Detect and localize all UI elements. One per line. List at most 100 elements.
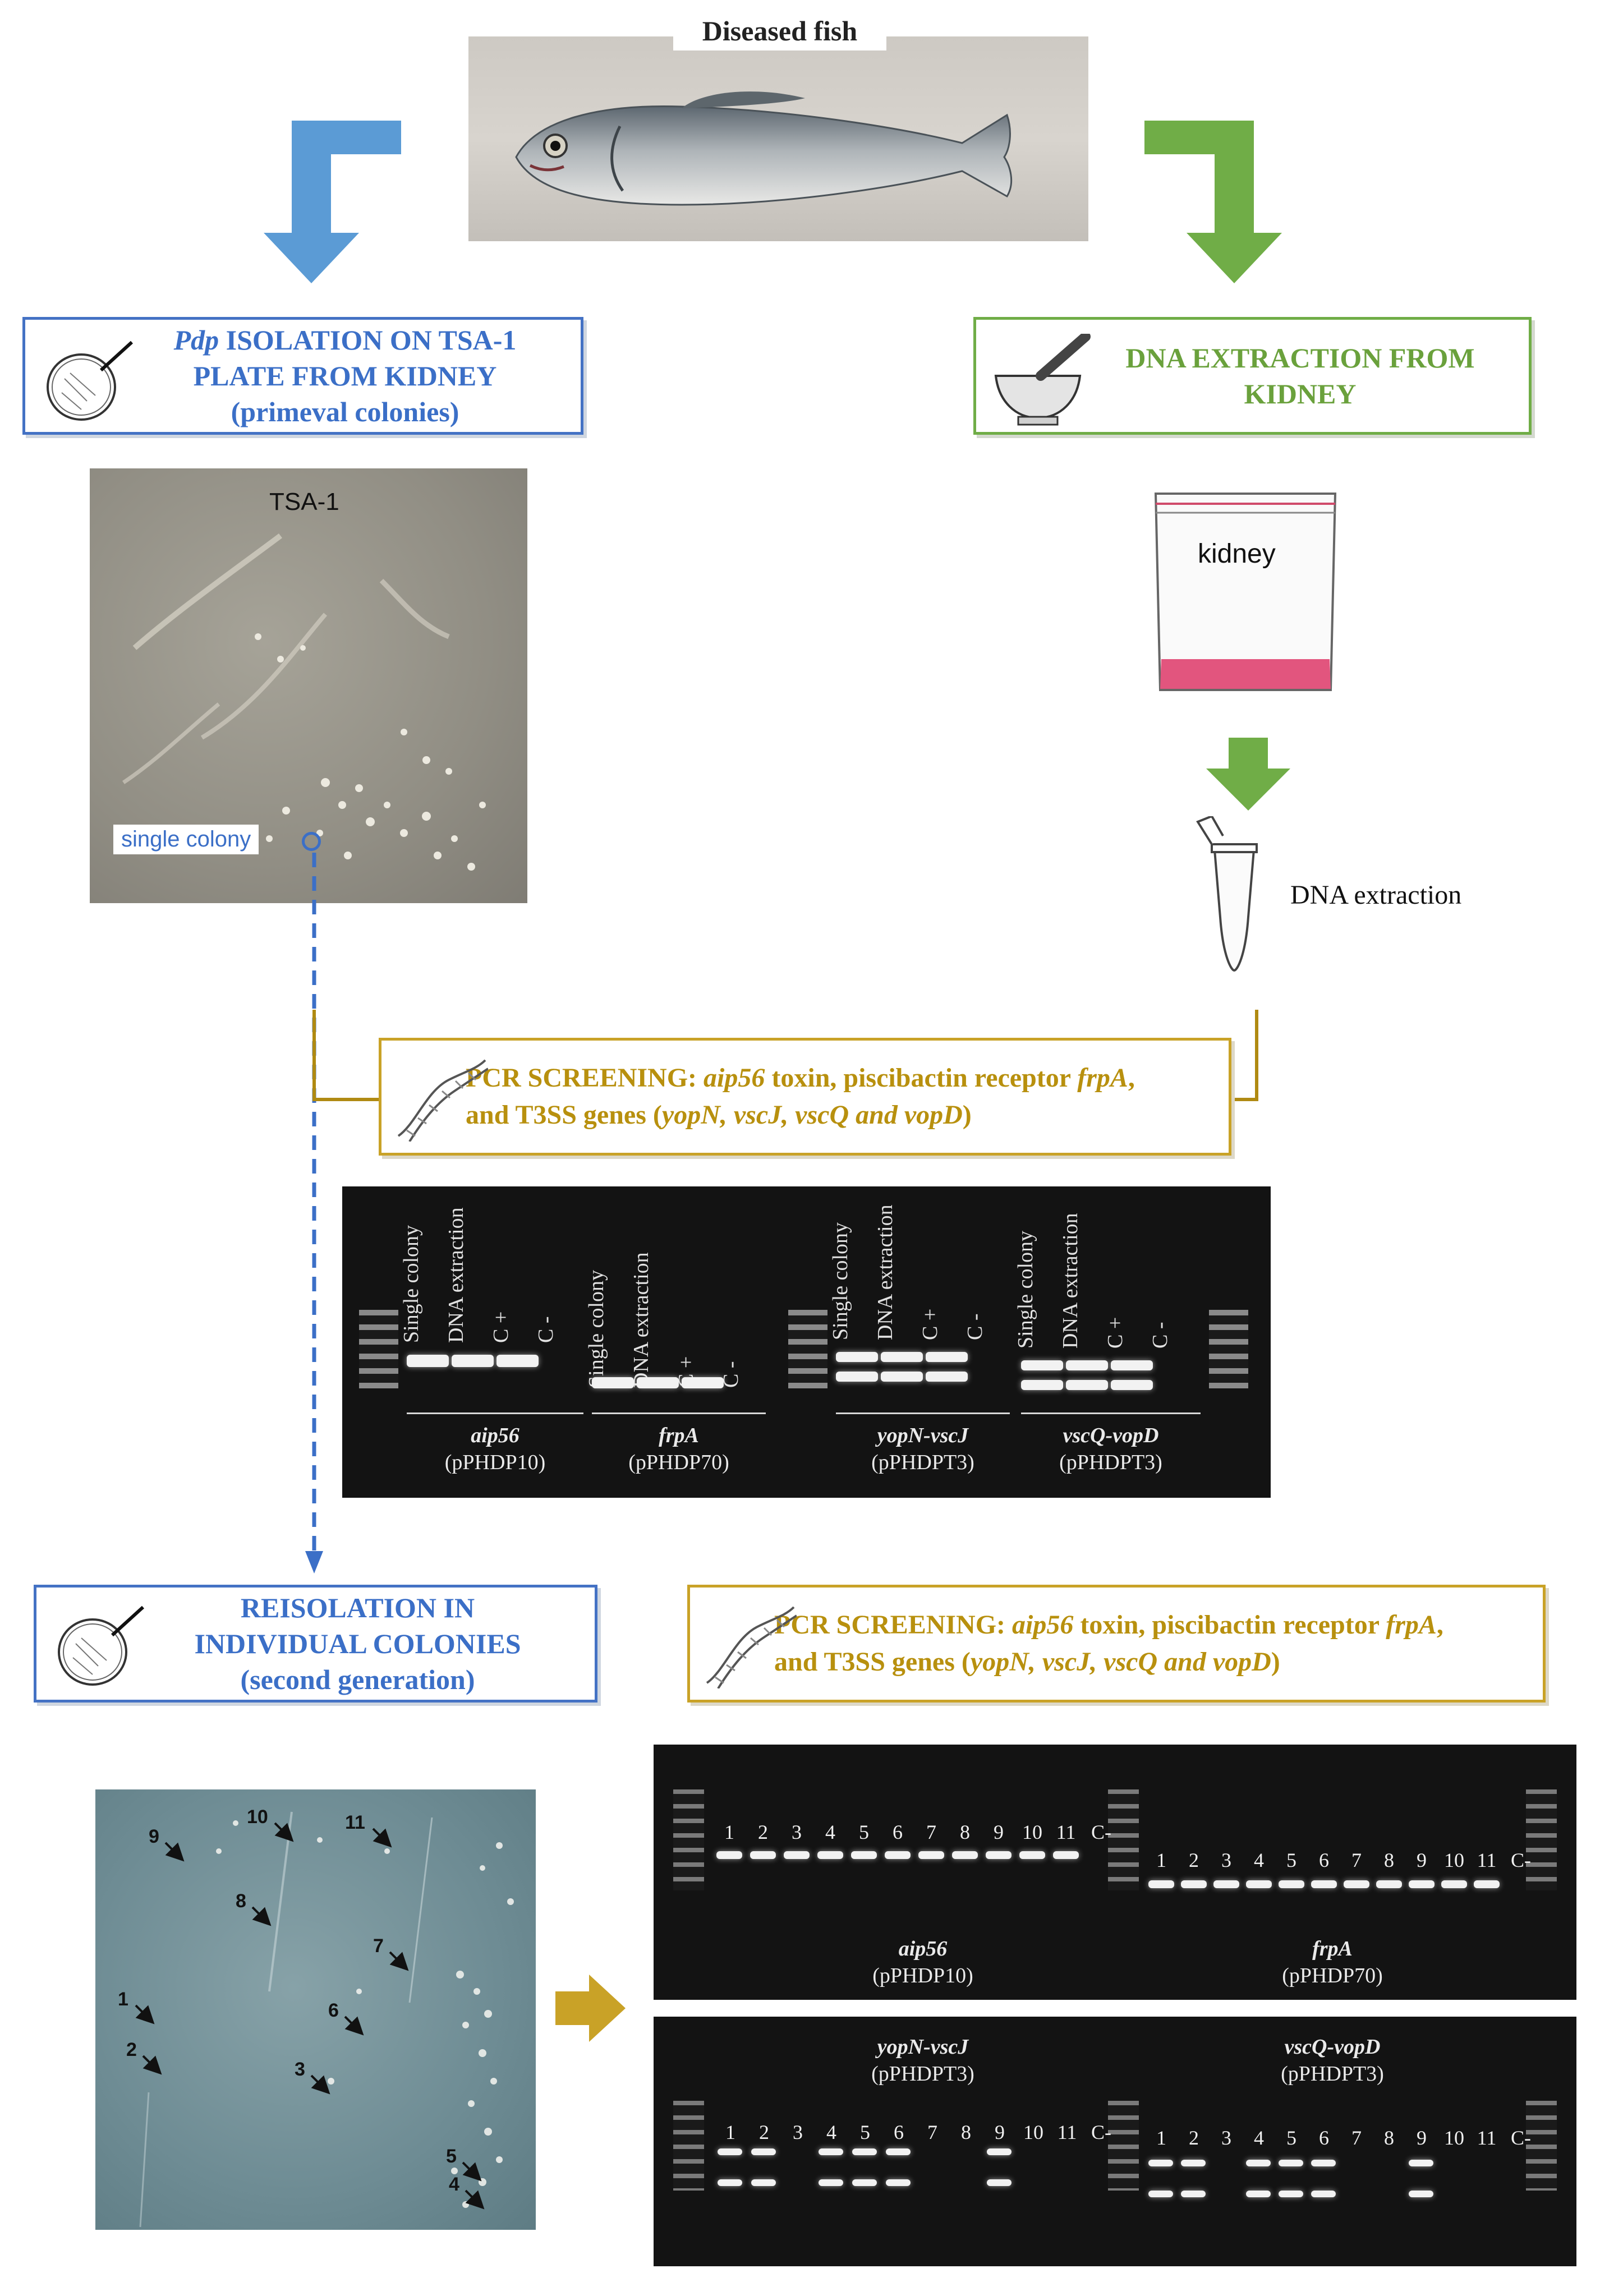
lane-number: 2 xyxy=(758,1821,768,1843)
colony-streaks xyxy=(139,1811,514,2228)
pcr-screening-box-2: PCR SCREENING: aip56 toxin, piscibactin … xyxy=(687,1585,1546,1703)
lane-number: 8 xyxy=(961,2121,971,2143)
band xyxy=(1376,1880,1402,1888)
gene-caption-frpa: frpA(pPHDP70) xyxy=(628,1424,729,1474)
band xyxy=(1181,2191,1206,2197)
tube-icon xyxy=(1196,816,1258,972)
gel-2-top: 1 2 3 4 5 6 7 8 9 10 11 C- 1 2 3 4 5 6 7… xyxy=(654,1745,1576,2000)
pcr-screening-title-2: PCR SCREENING: aip56 toxin, piscibactin … xyxy=(774,1610,1443,1677)
band xyxy=(852,2148,877,2155)
lane-number: 7 xyxy=(1351,2127,1362,2149)
lane-label-c-minus: C - xyxy=(1148,1322,1172,1349)
lane-number: 9 xyxy=(994,1821,1004,1843)
lane-number: 8 xyxy=(1384,2127,1394,2149)
green-elbow-arrow xyxy=(1144,121,1282,283)
lane-number: 11 xyxy=(1477,2127,1497,2149)
lane-number: 10 xyxy=(1444,2127,1464,2149)
lane-number: 5 xyxy=(1286,1849,1296,1871)
band xyxy=(1344,1880,1369,1888)
lane-number: 2 xyxy=(1189,1849,1199,1871)
colony-arrows xyxy=(135,1822,485,2210)
band xyxy=(407,1355,449,1367)
lane-number: 10 xyxy=(1444,1849,1464,1871)
band xyxy=(1148,2160,1173,2166)
lane-number: 9 xyxy=(995,2121,1005,2143)
band xyxy=(592,1377,634,1388)
tsa1-plate-photo: TSA-1 single colony xyxy=(90,468,527,903)
reisolation-title: REISOLATION IN INDIVIDUAL COLONIES (seco… xyxy=(194,1592,521,1695)
band xyxy=(751,2148,776,2155)
lane-label-single-colony: Single colony xyxy=(585,1269,608,1388)
single-colony-marker xyxy=(302,832,321,851)
lane-number: 11 xyxy=(1057,2121,1077,2143)
colony-number-1: 1 xyxy=(118,1989,128,2010)
lane-label-c-plus: C + xyxy=(489,1311,513,1343)
band xyxy=(1246,2191,1271,2197)
band xyxy=(1441,1880,1467,1888)
band xyxy=(1021,1360,1063,1370)
lane-number: 1 xyxy=(724,1821,734,1843)
band xyxy=(885,1851,911,1859)
lane-number: 1 xyxy=(1156,1849,1166,1871)
ladder-right xyxy=(1209,1310,1248,1388)
band xyxy=(886,2148,911,2155)
lane-number: 9 xyxy=(1417,2127,1427,2149)
band xyxy=(750,1851,776,1859)
lane-number: 10 xyxy=(1023,2121,1043,2143)
lane-number: C- xyxy=(1511,1849,1531,1871)
colony-number-10: 10 xyxy=(247,1806,268,1828)
colony-number-2: 2 xyxy=(126,2039,137,2060)
band xyxy=(1148,2191,1173,2197)
lane-number: 8 xyxy=(960,1821,970,1843)
lane-number: 4 xyxy=(1254,1849,1264,1871)
isolation-box: Pdp ISOLATION ON TSA-1 PLATE FROM KIDNEY… xyxy=(22,317,583,435)
gold-right-arrow xyxy=(555,1975,626,2042)
band xyxy=(1279,2160,1303,2166)
lane-number: 4 xyxy=(825,1821,835,1843)
colony-number-11: 11 xyxy=(345,1812,365,1833)
colony-number-8: 8 xyxy=(236,1890,246,1912)
reisolation-box: REISOLATION IN INDIVIDUAL COLONIES (seco… xyxy=(34,1585,597,1703)
band xyxy=(836,1352,878,1362)
dashed-connector xyxy=(305,853,323,1573)
kidney-bag-label: kidney xyxy=(1198,539,1276,569)
band xyxy=(496,1355,539,1367)
lane-label-c-plus: C + xyxy=(1104,1317,1127,1349)
band xyxy=(819,2179,843,2186)
blue-elbow-arrow xyxy=(264,121,401,283)
petri-dish-icon xyxy=(47,341,134,421)
ladder-middle xyxy=(1108,1789,1139,1890)
group-underline xyxy=(836,1412,1010,1414)
lane-number: 5 xyxy=(860,2121,870,2143)
lane-number: 7 xyxy=(927,2121,937,2143)
band xyxy=(987,2179,1012,2186)
band xyxy=(1148,1880,1174,1888)
group-underline xyxy=(1021,1412,1201,1414)
dna-helix-icon xyxy=(706,1606,797,1688)
lane-label-single-colony: Single colony xyxy=(829,1222,852,1340)
dna-extraction-title: DNA EXTRACTION FROM KIDNEY xyxy=(1125,342,1475,409)
band xyxy=(784,1851,810,1859)
band xyxy=(637,1377,679,1388)
dna-helix-icon xyxy=(397,1059,488,1142)
lane-number: 6 xyxy=(1319,1849,1329,1871)
band xyxy=(1311,1880,1337,1888)
band xyxy=(718,2179,742,2186)
green-down-arrow xyxy=(1206,738,1290,811)
lane-label-c-minus: C - xyxy=(534,1316,558,1343)
dna-extraction-label: DNA extraction xyxy=(1290,880,1462,910)
band xyxy=(851,1851,877,1859)
band xyxy=(819,2148,843,2155)
lane-number: 2 xyxy=(1189,2127,1199,2149)
band xyxy=(952,1851,978,1859)
lane-number: 10 xyxy=(1022,1821,1042,1843)
lane-number: 4 xyxy=(826,2121,836,2143)
fish-illustration xyxy=(515,91,1013,206)
lane-number: C- xyxy=(1091,1821,1111,1843)
band xyxy=(1181,2160,1206,2166)
lane-number: 5 xyxy=(859,1821,869,1843)
gene-caption-vscq-vopd: vscQ-vopD(pPHDPT3) xyxy=(1281,2035,1384,2086)
lane-number: 2 xyxy=(759,2121,769,2143)
lane-number: 7 xyxy=(926,1821,936,1843)
gene-caption-aip56: aip56(pPHDP10) xyxy=(444,1424,546,1474)
